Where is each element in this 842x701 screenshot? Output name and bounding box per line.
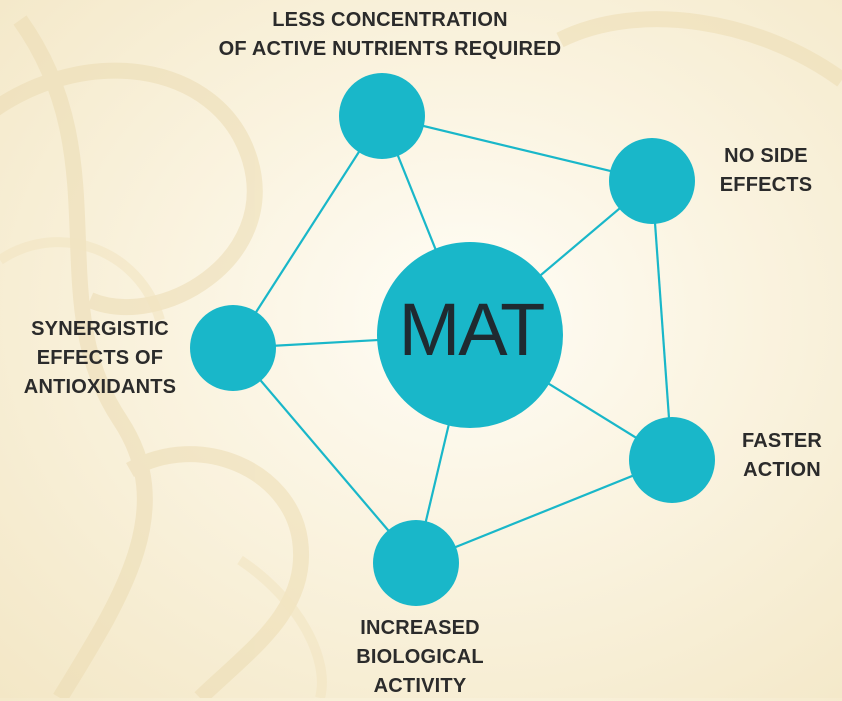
label-increased-activity: INCREASED BIOLOGICAL ACTIVITY [356,617,484,697]
label-synergistic: SYNERGISTIC EFFECTS OF ANTIOXIDANTS [23,318,177,398]
label-less-concentration: LESS CONCENTRATION OF ACTIVE NUTRIENTS R… [218,9,562,60]
edge-increased-activity-synergistic [232,347,417,564]
node-less-concentration [339,73,425,159]
node-faster-action [629,417,715,503]
edge-synergistic-less-concentration [232,115,383,349]
node-no-side-effects [609,138,695,224]
node-center-mat [377,242,563,428]
label-faster-action: FASTER ACTION [741,430,823,481]
edge-less-concentration-no-side-effects [381,114,653,183]
node-increased-activity [373,520,459,606]
nodes [190,73,715,606]
center-label: MAT [398,288,546,371]
node-synergistic [190,305,276,391]
label-no-side-effects: NO SIDE EFFECTS [719,145,813,196]
edge-no-side-effects-faster-action [650,180,674,461]
edge-faster-action-increased-activity [415,458,673,565]
